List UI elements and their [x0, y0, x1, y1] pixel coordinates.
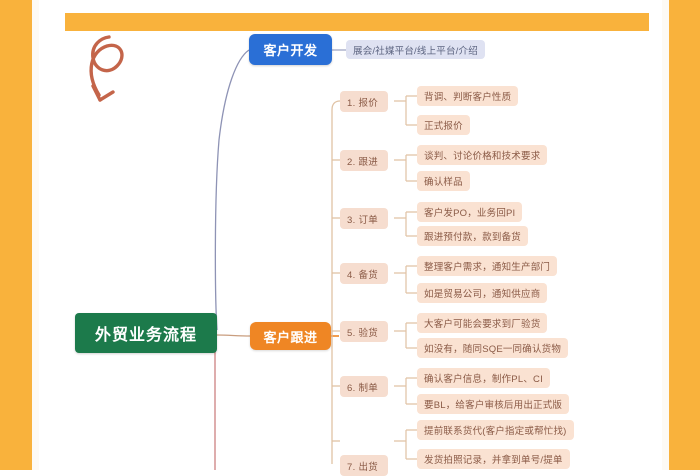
stage-node-5-label: 5. 验货: [347, 327, 379, 339]
branch-customer-development-label: 客户开发: [263, 43, 318, 58]
frame-border-right: [669, 0, 700, 470]
root-node-label: 外贸业务流程: [94, 327, 197, 344]
mindmap-canvas: 外贸业务流程 客户开发 展会/社媒平台/线上平台/介绍 客户跟进 1. 报价 背…: [39, 0, 669, 476]
stage-node-5[interactable]: 5. 验货: [340, 321, 388, 342]
stage-3-detail-1[interactable]: 客户发PO，业务回PI: [417, 202, 523, 222]
stage-3-detail-1-label: 客户发PO，业务回PI: [424, 208, 516, 219]
wire-stage-stubs: [332, 159, 340, 442]
stage-6-detail-1[interactable]: 确认客户信息，制作PL、CI: [417, 368, 550, 388]
root-node[interactable]: 外贸业务流程: [75, 313, 217, 353]
stage-7-detail-1[interactable]: 提前联系货代(客户指定或帮忙找): [417, 420, 574, 440]
stage-1-detail-1[interactable]: 背调、判断客户性质: [417, 86, 519, 106]
stage-6-detail-2-label: 要BL，给客户审核后用出正式版: [424, 400, 563, 411]
stage-node-7[interactable]: 7. 出货: [340, 455, 388, 476]
stage-node-6-label: 6. 制单: [347, 382, 379, 394]
leaf-development-channels-label: 展会/社媒平台/线上平台/介绍: [353, 45, 478, 57]
stage-3-detail-2-label: 跟进预付款，款到备货: [424, 232, 522, 243]
stage-4-detail-1[interactable]: 整理客户需求，通知生产部门: [417, 256, 558, 276]
stage-2-detail-1[interactable]: 谈判、讨论价格和技术要求: [417, 145, 548, 165]
stage-7-detail-2-label: 发货拍照记录，并拿到单号/提单: [424, 455, 563, 466]
stage-node-3[interactable]: 3. 订单: [340, 208, 388, 229]
stage-node-2[interactable]: 2. 跟进: [340, 150, 388, 171]
stage-5-detail-2[interactable]: 如没有，随同SQE一同确认货物: [417, 338, 569, 358]
stage-1-detail-1-label: 背调、判断客户性质: [424, 92, 512, 103]
stage-5-detail-1-label: 大客户可能会要求到厂验货: [424, 319, 541, 330]
stage-node-6[interactable]: 6. 制单: [340, 376, 388, 397]
header-accent-bar: [65, 13, 649, 31]
wire-stage-trunk-top-cap: [331, 100, 341, 111]
frame-gap-right: [662, 0, 669, 470]
stage-2-detail-2[interactable]: 确认样品: [417, 171, 470, 191]
wire-root-to-customer-development: [214, 49, 250, 331]
stage-2-detail-1-label: 谈判、讨论价格和技术要求: [424, 151, 541, 162]
wire-root-to-customer-followup: [216, 334, 251, 337]
stage-1-detail-2[interactable]: 正式报价: [417, 115, 470, 135]
stage-4-detail-1-label: 整理客户需求，通知生产部门: [424, 262, 551, 273]
stage-5-detail-1[interactable]: 大客户可能会要求到厂验货: [417, 313, 548, 333]
branch-customer-development[interactable]: 客户开发: [249, 34, 332, 65]
stage-node-7-label: 7. 出货: [347, 461, 379, 473]
stage-node-3-label: 3. 订单: [347, 214, 379, 226]
frame-gap-left: [32, 0, 39, 470]
stage-6-detail-2[interactable]: 要BL，给客户审核后用出正式版: [417, 394, 570, 414]
connector-wires: [89, 35, 417, 470]
stage-5-detail-2-label: 如没有，随同SQE一同确认货物: [424, 344, 562, 355]
stage-node-4[interactable]: 4. 备货: [340, 263, 388, 284]
branch-customer-followup[interactable]: 客户跟进: [250, 322, 331, 350]
curly-loop-arrow: [89, 35, 124, 102]
stage-7-detail-1-label: 提前联系货代(客户指定或帮忙找): [424, 426, 567, 437]
frame-border-left: [0, 0, 32, 470]
stage-4-detail-2-label: 如是贸易公司，通知供应商: [424, 289, 541, 300]
leaf-development-channels[interactable]: 展会/社媒平台/线上平台/介绍: [346, 40, 485, 59]
stage-node-2-label: 2. 跟进: [347, 156, 379, 168]
stage-6-detail-1-label: 确认客户信息，制作PL、CI: [424, 374, 543, 385]
stage-4-detail-2[interactable]: 如是贸易公司，通知供应商: [417, 283, 548, 303]
wire-detail-brackets: [394, 95, 417, 460]
stage-2-detail-2-label: 确认样品: [424, 177, 463, 188]
stage-3-detail-2[interactable]: 跟进预付款，款到备货: [417, 226, 529, 246]
stage-node-4-label: 4. 备货: [347, 269, 379, 281]
stage-7-detail-2[interactable]: 发货拍照记录，并拿到单号/提单: [417, 449, 570, 469]
stage-node-1-label: 1. 报价: [347, 97, 379, 109]
stage-1-detail-2-label: 正式报价: [424, 121, 463, 132]
branch-customer-followup-label: 客户跟进: [263, 329, 318, 345]
stage-node-1[interactable]: 1. 报价: [340, 91, 388, 112]
